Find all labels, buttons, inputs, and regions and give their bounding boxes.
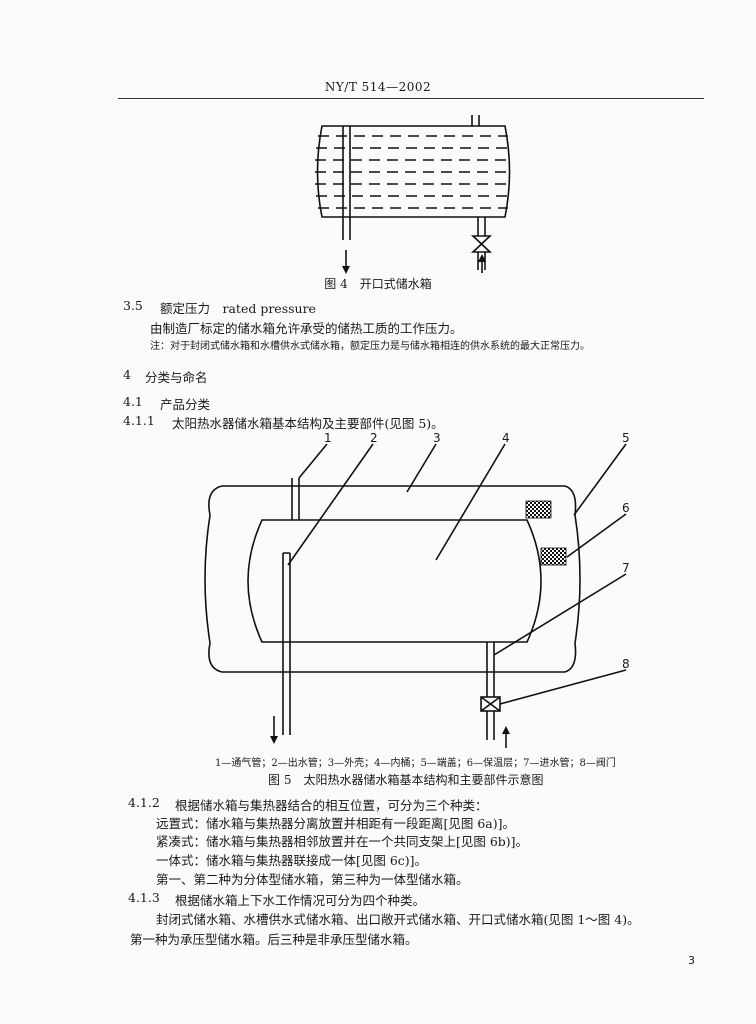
page-number: 3 <box>688 954 695 967</box>
section-4-1-2-item: 一体式：储水箱与集热器联接成一体[见图 6c)]。 <box>156 853 428 868</box>
section-4-1-title: 产品分类 <box>160 397 211 412</box>
figure-5-caption: 图 5 太阳热水器储水箱基本结构和主要部件示意图 <box>268 773 544 787</box>
callout-2: 2 <box>370 431 378 445</box>
section-4-1-3-text: 根据储水箱上下水工作情况可分为四个种类。 <box>175 893 426 908</box>
section-4-1-1-text: 太阳热水器储水箱基本结构及主要部件(见图 5)。 <box>172 416 444 431</box>
callout-3: 3 <box>433 431 441 445</box>
section-3-5-body: 由制造厂标定的储水箱允许承受的储热工质的工作压力。 <box>150 321 463 336</box>
section-4-1-number: 4.1 <box>123 394 143 409</box>
page-header-title: NY/T 514—2002 <box>324 80 432 94</box>
section-4-1-3-summary: 第一种为承压型储水箱。后三种是非承压型储水箱。 <box>130 932 418 947</box>
section-4-1-2-item: 远置式：储水箱与集热器分离放置并相距有一段距离[见图 6a)]。 <box>156 816 516 831</box>
callout-1: 1 <box>324 431 332 445</box>
section-3-5-note: 注：对于封闭式储水箱和水槽供水式储水箱，额定压力是与储水箱相连的供水系统的最大正… <box>150 341 590 352</box>
section-3-5-title: 额定压力 rated pressure <box>160 301 316 316</box>
callout-7: 7 <box>622 561 630 575</box>
section-4-1-3-item: 封闭式储水箱、水槽供水式储水箱、出口敞开式储水箱、开口式储水箱(见图 1～图 4… <box>156 912 640 927</box>
figure-5-legend: 1—通气管；2—出水管；3—外壳；4—内桶；5—端盖；6—保温层；7—进水管；8… <box>215 758 616 769</box>
callout-8: 8 <box>622 657 630 671</box>
header-rule <box>118 98 704 99</box>
section-4-1-2-number: 4.1.2 <box>128 795 160 810</box>
section-4-1-2-summary: 第一、第二种为分体型储水箱，第三种为一体型储水箱。 <box>156 872 469 887</box>
figure-4-open-tank-diagram <box>315 115 511 274</box>
section-4-1-2-item: 紧凑式：储水箱与集热器相邻放置并在一个共同支架上[见图 6b)]。 <box>156 834 529 849</box>
section-4-number: 4 <box>123 367 131 382</box>
section-4-1-2-text: 根据储水箱与集热器结合的相互位置，可分为三个种类： <box>175 798 488 813</box>
section-4-1-1-number: 4.1.1 <box>123 413 155 428</box>
figure-4-caption: 图 4 开口式储水箱 <box>324 277 432 291</box>
callout-5: 5 <box>622 431 630 445</box>
section-4-1-3-number: 4.1.3 <box>128 890 160 905</box>
callout-4: 4 <box>502 431 510 445</box>
section-4-title: 分类与命名 <box>145 370 208 385</box>
callout-6: 6 <box>622 501 630 515</box>
section-3-5-number: 3.5 <box>123 298 143 313</box>
